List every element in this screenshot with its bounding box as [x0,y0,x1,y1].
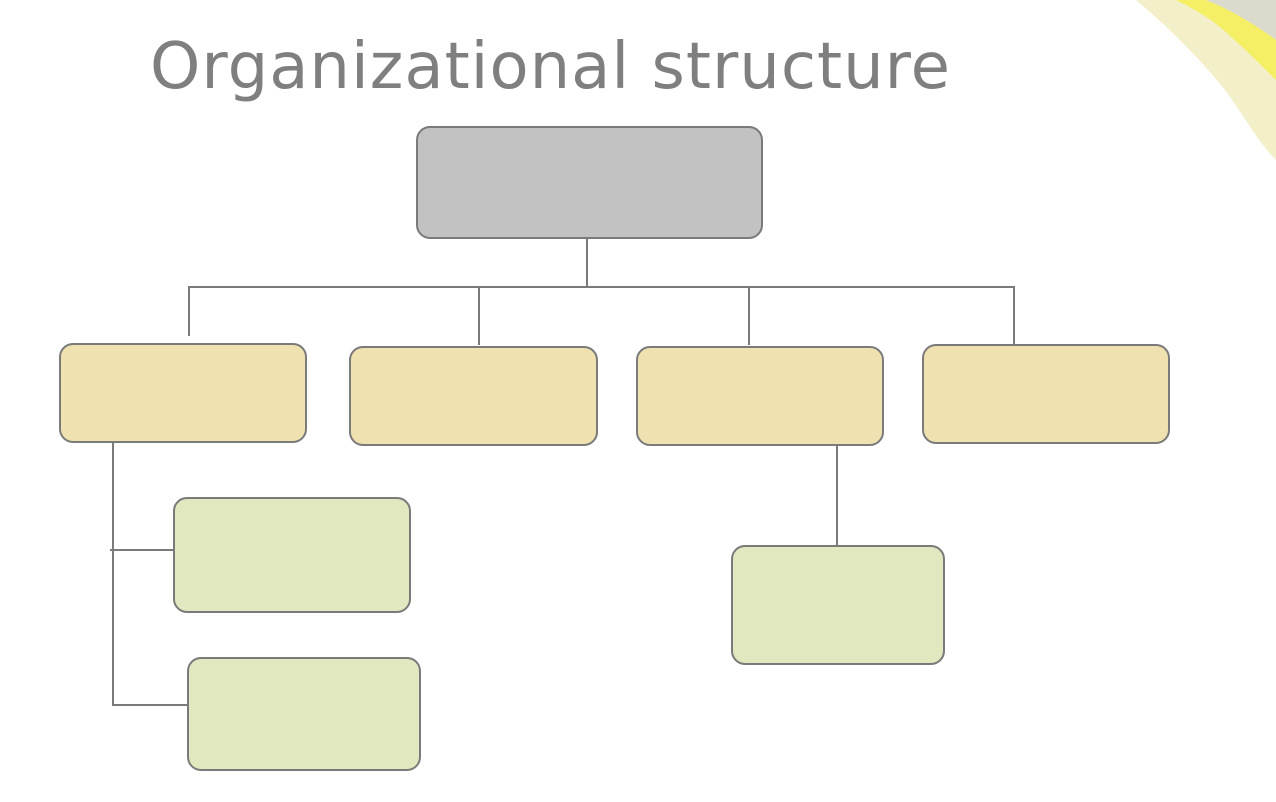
org-box-level3-2 [187,657,421,771]
org-box-level2-4 [922,344,1170,444]
corner-decoration [1136,0,1276,160]
page-title: Organizational structure [150,30,951,104]
org-box-level3-3 [731,545,945,665]
connector-left-branch-1 [110,549,174,551]
connector-left-branch-2 [112,704,188,706]
org-box-level2-1 [59,343,307,443]
connector-drop-1 [188,286,190,336]
connector-drop-4 [1013,286,1015,344]
org-box-level2-3 [636,346,884,446]
connector-right-branch-vertical [836,446,838,546]
connector-drop-2 [478,286,480,345]
org-box-top [416,126,763,239]
org-box-level3-1 [173,497,411,613]
connector-top-vertical [586,239,588,287]
connector-horizontal-bar [188,286,1015,288]
connector-drop-3 [748,286,750,345]
connector-left-branch-vertical [112,443,114,706]
org-box-level2-2 [349,346,598,446]
